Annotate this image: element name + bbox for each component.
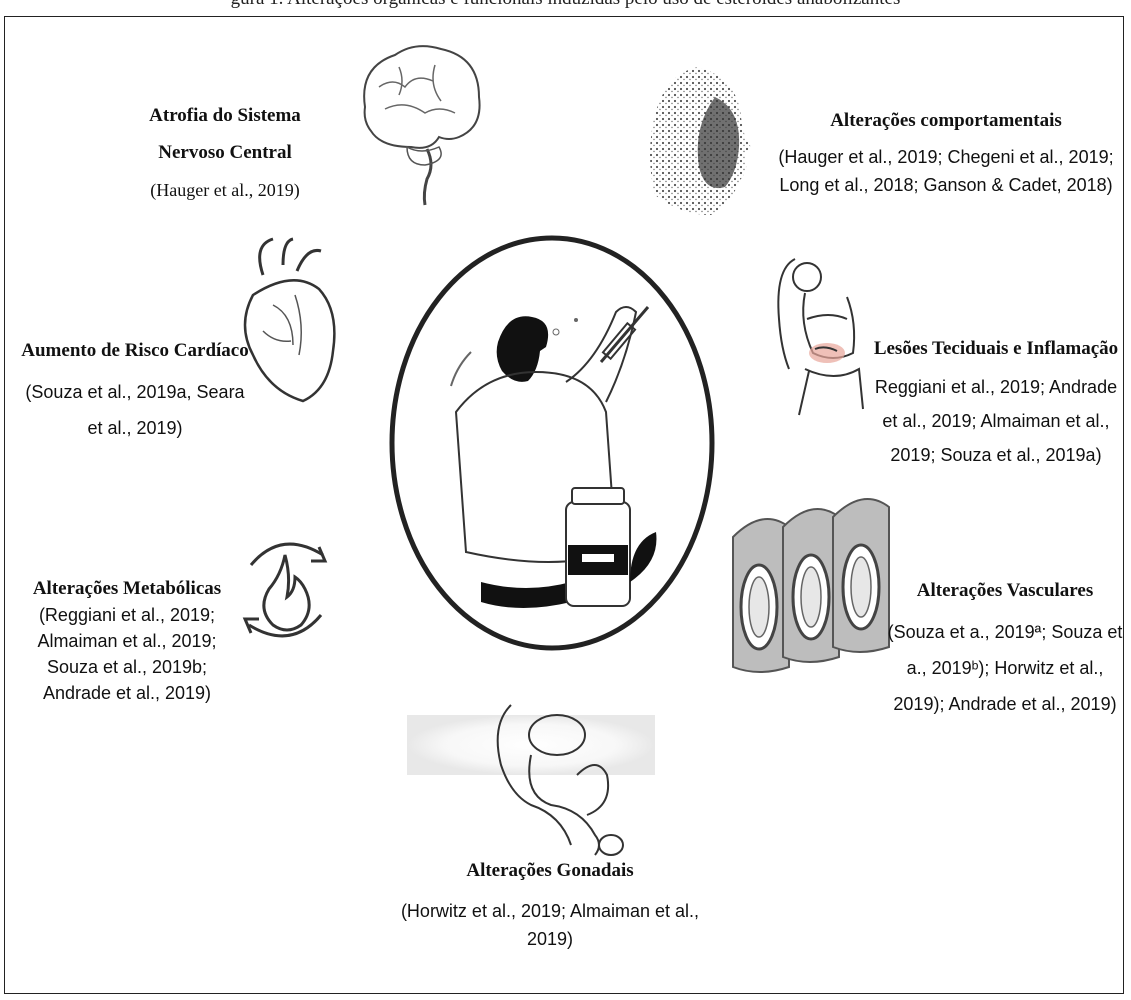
effect-refs: (Hauger et al., 2019; Chegeni et al., 20… [777, 144, 1115, 200]
effect-title: Alterações Vasculares [885, 579, 1125, 604]
brain-icon [355, 37, 483, 209]
male-reproductive-icon [407, 695, 655, 865]
effect-title: Lesões Teciduais e Inflamação [867, 337, 1125, 362]
effect-refs: (Souza et al., 2019a, Seara et al., 2019… [20, 374, 250, 446]
effect-brain: Atrofia do Sistema Nervoso Central (Haug… [115, 97, 335, 205]
dispersing-head-icon [637, 57, 757, 222]
effect-title: Alterações Gonadais [385, 859, 715, 884]
effect-refs: (Hauger et al., 2019) [115, 177, 335, 205]
effect-refs: (Horwitz et al., 2019; Almaiman et al., … [385, 898, 715, 954]
effect-refs: (Reggiani et al., 2019; Almaiman et al.,… [15, 602, 239, 706]
effect-title: Aumento de Risco Cardíaco [20, 339, 250, 364]
effect-title: Alterações comportamentais [777, 109, 1115, 134]
effect-heart: Aumento de Risco Cardíaco (Souza et al.,… [20, 339, 250, 446]
figure-caption: gura 1. Alterações orgânicas e funcionai… [0, 0, 1131, 10]
man-injecting-icon [386, 232, 718, 654]
effect-metabolic: Alterações Metabólicas (Reggiani et al.,… [15, 577, 239, 706]
effect-tissue: Lesões Teciduais e Inflamação Reggiani e… [867, 337, 1125, 472]
flame-cycle-icon [231, 525, 339, 655]
effect-vascular: Alterações Vasculares (Souza et a., 2019… [885, 579, 1125, 722]
effect-behavior: Alterações comportamentais (Hauger et al… [777, 109, 1115, 199]
effect-gonadal: Alterações Gonadais (Horwitz et al., 201… [385, 859, 715, 953]
diagram-frame: Atrofia do Sistema Nervoso Central (Haug… [4, 16, 1124, 994]
effect-title: Atrofia do Sistema Nervoso Central [115, 97, 335, 171]
effect-refs: Reggiani et al., 2019; Andrade et al., 2… [867, 370, 1125, 473]
woman-pain-icon [765, 249, 873, 419]
effect-refs: (Souza et a., 2019ª; Souza et a., 2019ᵇ)… [885, 614, 1125, 722]
effect-title: Alterações Metabólicas [15, 577, 239, 602]
blood-vessels-icon [729, 497, 893, 687]
